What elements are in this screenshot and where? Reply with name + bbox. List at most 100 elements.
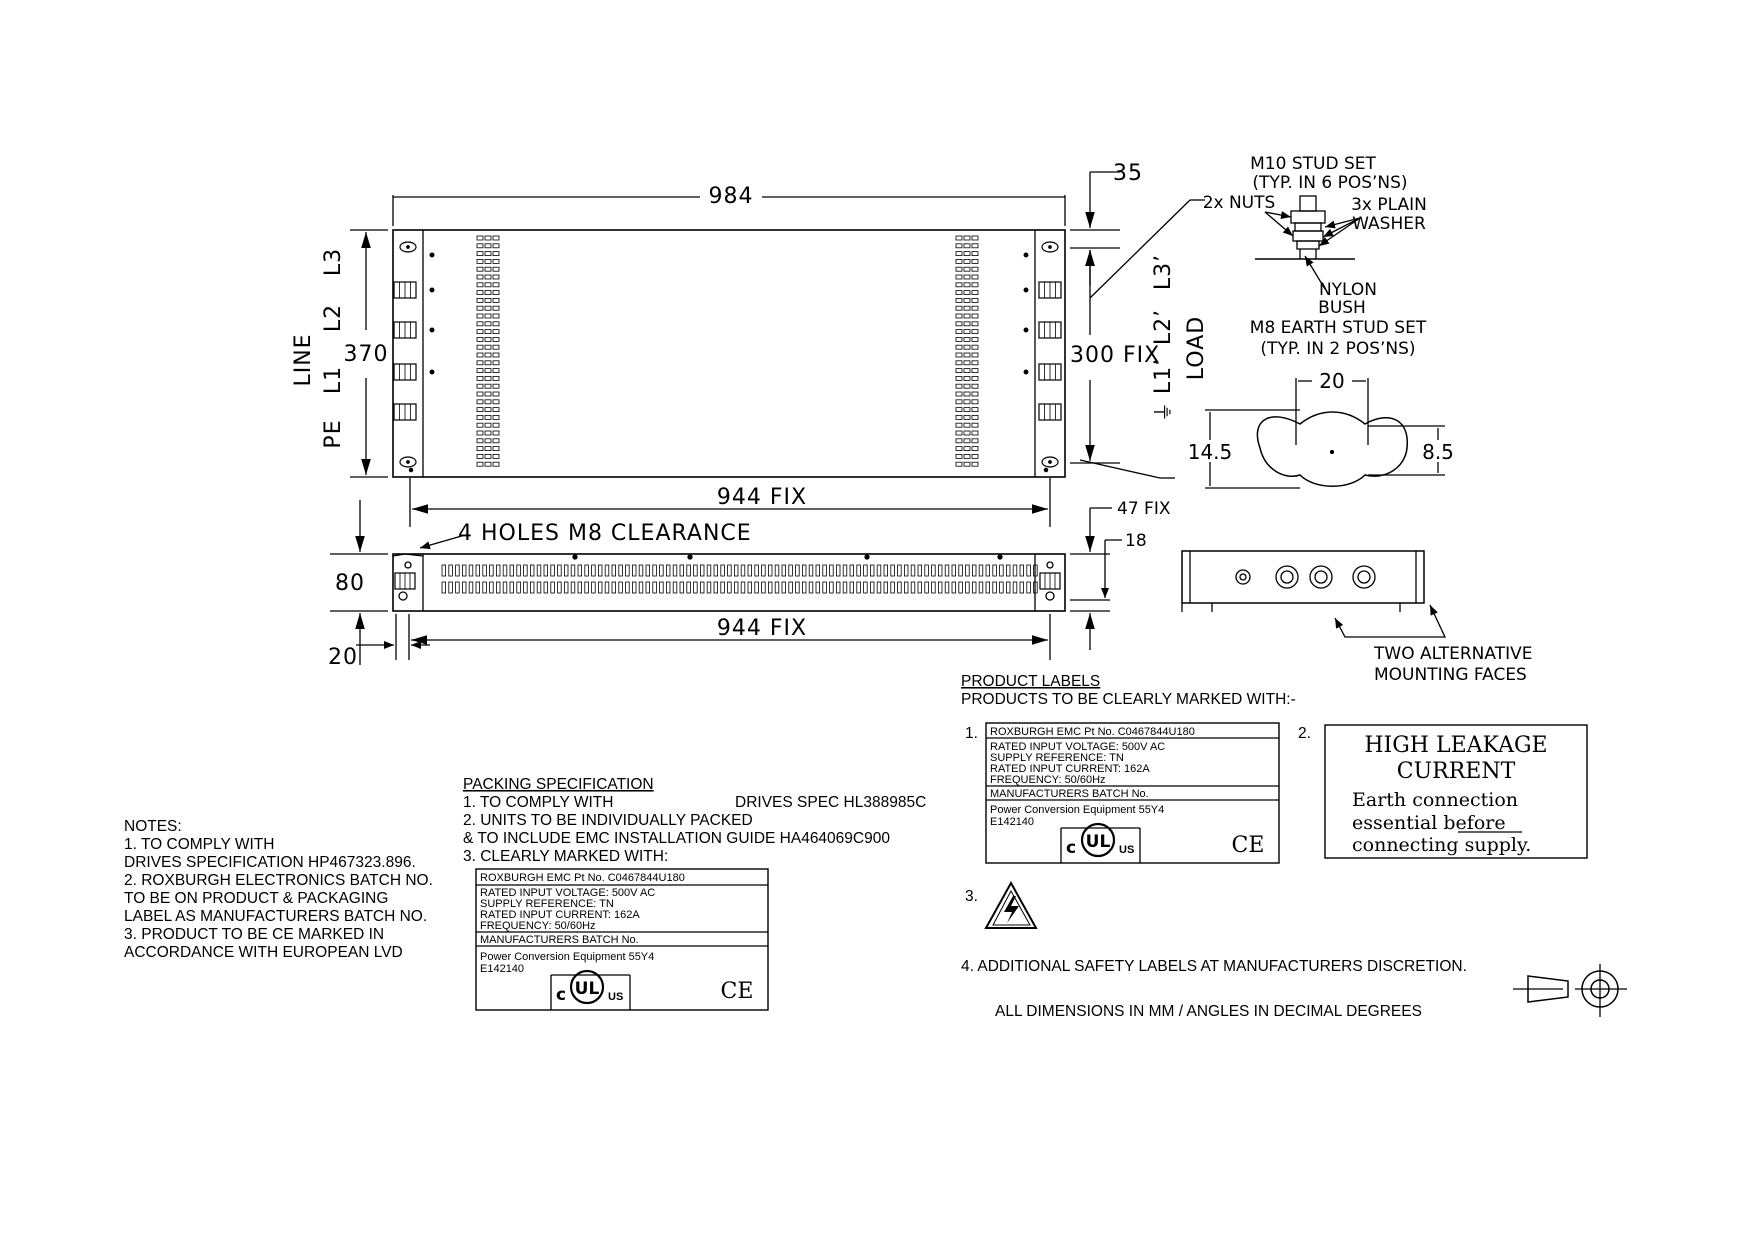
prod-ul-us: US bbox=[1119, 844, 1134, 856]
note-line: DRIVES SPECIFICATION HP467323.896. bbox=[124, 854, 416, 871]
item-2-number: 2. bbox=[1298, 725, 1311, 742]
pe-label: PE bbox=[321, 419, 346, 448]
load-terminals bbox=[1023, 241, 1062, 473]
leakage-line-3: Earth connection bbox=[1352, 789, 1518, 811]
leakage-line-2: CURRENT bbox=[1397, 759, 1516, 784]
washer-label-2: WASHER bbox=[1352, 214, 1426, 234]
pack-label-equip: Power Conversion Equipment 55Y4 bbox=[480, 951, 654, 963]
prod-label-current: RATED INPUT CURRENT: 162A bbox=[990, 763, 1150, 775]
line-l2-label: L2 bbox=[321, 304, 346, 332]
packing-line-1: 1. TO COMPLY WITH bbox=[463, 794, 613, 811]
all-dimensions-note: ALL DIMENSIONS IN MM / ANGLES IN DECIMAL… bbox=[995, 1003, 1422, 1020]
packing-line-4: 3. CLEARLY MARKED WITH: bbox=[463, 848, 668, 865]
pack-ul-mark: UL bbox=[575, 979, 600, 999]
item-4-text: 4. ADDITIONAL SAFETY LABELS AT MANUFACTU… bbox=[961, 958, 1467, 975]
product-labels-title: PRODUCT LABELS bbox=[961, 673, 1100, 690]
item-1-number: 1. bbox=[965, 725, 978, 742]
pack-label-freq: FREQUENCY: 50/60Hz bbox=[480, 920, 596, 932]
dim-80-label: 80 bbox=[335, 571, 365, 596]
dim-984-label: 984 bbox=[709, 184, 754, 209]
pack-label-current: RATED INPUT CURRENT: 162A bbox=[480, 909, 640, 921]
m8-title: M8 EARTH STUD SET bbox=[1250, 318, 1427, 338]
leader-stud bbox=[1089, 199, 1191, 299]
top-view bbox=[392, 229, 1066, 478]
dim-20-label: 20 bbox=[328, 645, 358, 670]
load-l2-label: L2’ bbox=[1151, 309, 1176, 345]
projection-symbol-icon bbox=[1513, 964, 1627, 1017]
slot-14-5-label: 14.5 bbox=[1188, 440, 1233, 464]
vent-slots-side bbox=[441, 554, 1038, 594]
nuts-label: 2x NUTS bbox=[1203, 193, 1276, 213]
pack-ul-c: c bbox=[556, 985, 566, 1005]
dimension-370 bbox=[350, 229, 388, 478]
prod-label-voltage: RATED INPUT VOLTAGE: 500V AC bbox=[990, 741, 1165, 753]
vent-slots-right bbox=[955, 235, 979, 467]
item-3-number: 3. bbox=[965, 888, 978, 905]
note-line: ACCORDANCE WITH EUROPEAN LVD bbox=[124, 944, 403, 961]
leakage-label bbox=[1324, 724, 1588, 859]
slot-8-5-label: 8.5 bbox=[1422, 440, 1454, 464]
dimension-80 bbox=[330, 500, 388, 665]
prod-label-file: E142140 bbox=[990, 816, 1034, 828]
washer-label-1: 3x PLAIN bbox=[1351, 195, 1427, 215]
dimension-984 bbox=[392, 195, 1066, 226]
dimension-47-18 bbox=[1070, 507, 1122, 650]
holes-label: 4 HOLES M8 CLEARANCE bbox=[458, 521, 752, 546]
leader-holes bbox=[419, 534, 466, 550]
note-line: 3. PRODUCT TO BE CE MARKED IN bbox=[124, 926, 384, 943]
dimension-20 bbox=[356, 614, 430, 660]
nylon-label-2: BUSH bbox=[1318, 298, 1366, 318]
line-l3-label: L3 bbox=[321, 248, 346, 276]
prod-label-equip: Power Conversion Equipment 55Y4 bbox=[990, 804, 1164, 816]
vent-slots-left bbox=[476, 235, 500, 467]
pack-ul-us: US bbox=[608, 991, 623, 1003]
dim-944-bottom-label: 944 FIX bbox=[717, 616, 807, 641]
dim-35-label: 35 bbox=[1113, 161, 1143, 186]
drawing-text: 984 370 35 300 FIX 944 FIX 4 HOLES M8 CL… bbox=[124, 154, 1548, 1020]
mounting-line-2: MOUNTING FACES bbox=[1374, 665, 1527, 685]
packing-title: PACKING SPECIFICATION bbox=[463, 776, 654, 793]
pack-label-file: E142140 bbox=[480, 963, 524, 975]
load-l3-label: L3’ bbox=[1151, 254, 1176, 290]
note-line: 1. TO COMPLY WITH bbox=[124, 836, 274, 853]
dim-370-label: 370 bbox=[344, 342, 389, 367]
slot-20-label: 20 bbox=[1319, 369, 1344, 393]
packing-line-2: 2. UNITS TO BE INDIVIDUALLY PACKED bbox=[463, 812, 753, 829]
mounting-line-1: TWO ALTERNATIVE bbox=[1373, 644, 1532, 664]
dimension-944-bottom bbox=[411, 614, 1051, 660]
leakage-line-4: essential before bbox=[1352, 812, 1506, 834]
notes-title: NOTES: bbox=[124, 818, 182, 835]
stud-detail bbox=[1255, 195, 1361, 290]
earth-icon: ⏚ bbox=[1151, 402, 1175, 422]
m10-typ: (TYP. IN 6 POS’NS) bbox=[1252, 173, 1407, 193]
load-l1-label: L1’ bbox=[1151, 358, 1176, 394]
dimension-35 bbox=[1070, 171, 1120, 285]
leakage-line-5: connecting supply. bbox=[1352, 834, 1531, 856]
pack-label-supply: SUPPLY REFERENCE: TN bbox=[480, 898, 614, 910]
m8-typ: (TYP. IN 2 POS’NS) bbox=[1260, 339, 1415, 359]
load-label: LOAD bbox=[1184, 316, 1209, 380]
dim-300-label: 300 FIX bbox=[1070, 343, 1160, 368]
m10-title: M10 STUD SET bbox=[1250, 154, 1376, 174]
note-line: 2. ROXBURGH ELECTRONICS BATCH NO. bbox=[124, 872, 433, 889]
packing-line-1-spec: DRIVES SPEC HL388985C bbox=[735, 794, 926, 811]
prod-label-freq: FREQUENCY: 50/60Hz bbox=[990, 774, 1106, 786]
line-terminals bbox=[393, 241, 435, 473]
packing-label bbox=[475, 868, 769, 1011]
leakage-line-1: HIGH LEAKAGE bbox=[1364, 733, 1547, 758]
warning-triangle-icon bbox=[984, 880, 1038, 929]
line-l1-label: L1 bbox=[321, 366, 346, 394]
pack-label-part: ROXBURGH EMC Pt No. C0467844U180 bbox=[480, 872, 685, 884]
side-terminals bbox=[394, 572, 1061, 590]
pack-ce-mark: CE bbox=[721, 979, 754, 1004]
prod-label-supply: SUPPLY REFERENCE: TN bbox=[990, 752, 1124, 764]
pack-label-voltage: RATED INPUT VOLTAGE: 500V AC bbox=[480, 887, 655, 899]
note-line: LABEL AS MANUFACTURERS BATCH NO. bbox=[124, 908, 427, 925]
dim-944-top-label: 944 FIX bbox=[717, 485, 807, 510]
nylon-label-1: NYLON bbox=[1319, 280, 1377, 300]
prod-ul-c: c bbox=[1066, 838, 1076, 858]
prod-label-part: ROXBURGH EMC Pt No. C0467844U180 bbox=[990, 726, 1195, 738]
end-view bbox=[1181, 550, 1447, 638]
product-label bbox=[985, 722, 1280, 864]
packing-line-3: & TO INCLUDE EMC INSTALLATION GUIDE HA46… bbox=[463, 830, 890, 847]
